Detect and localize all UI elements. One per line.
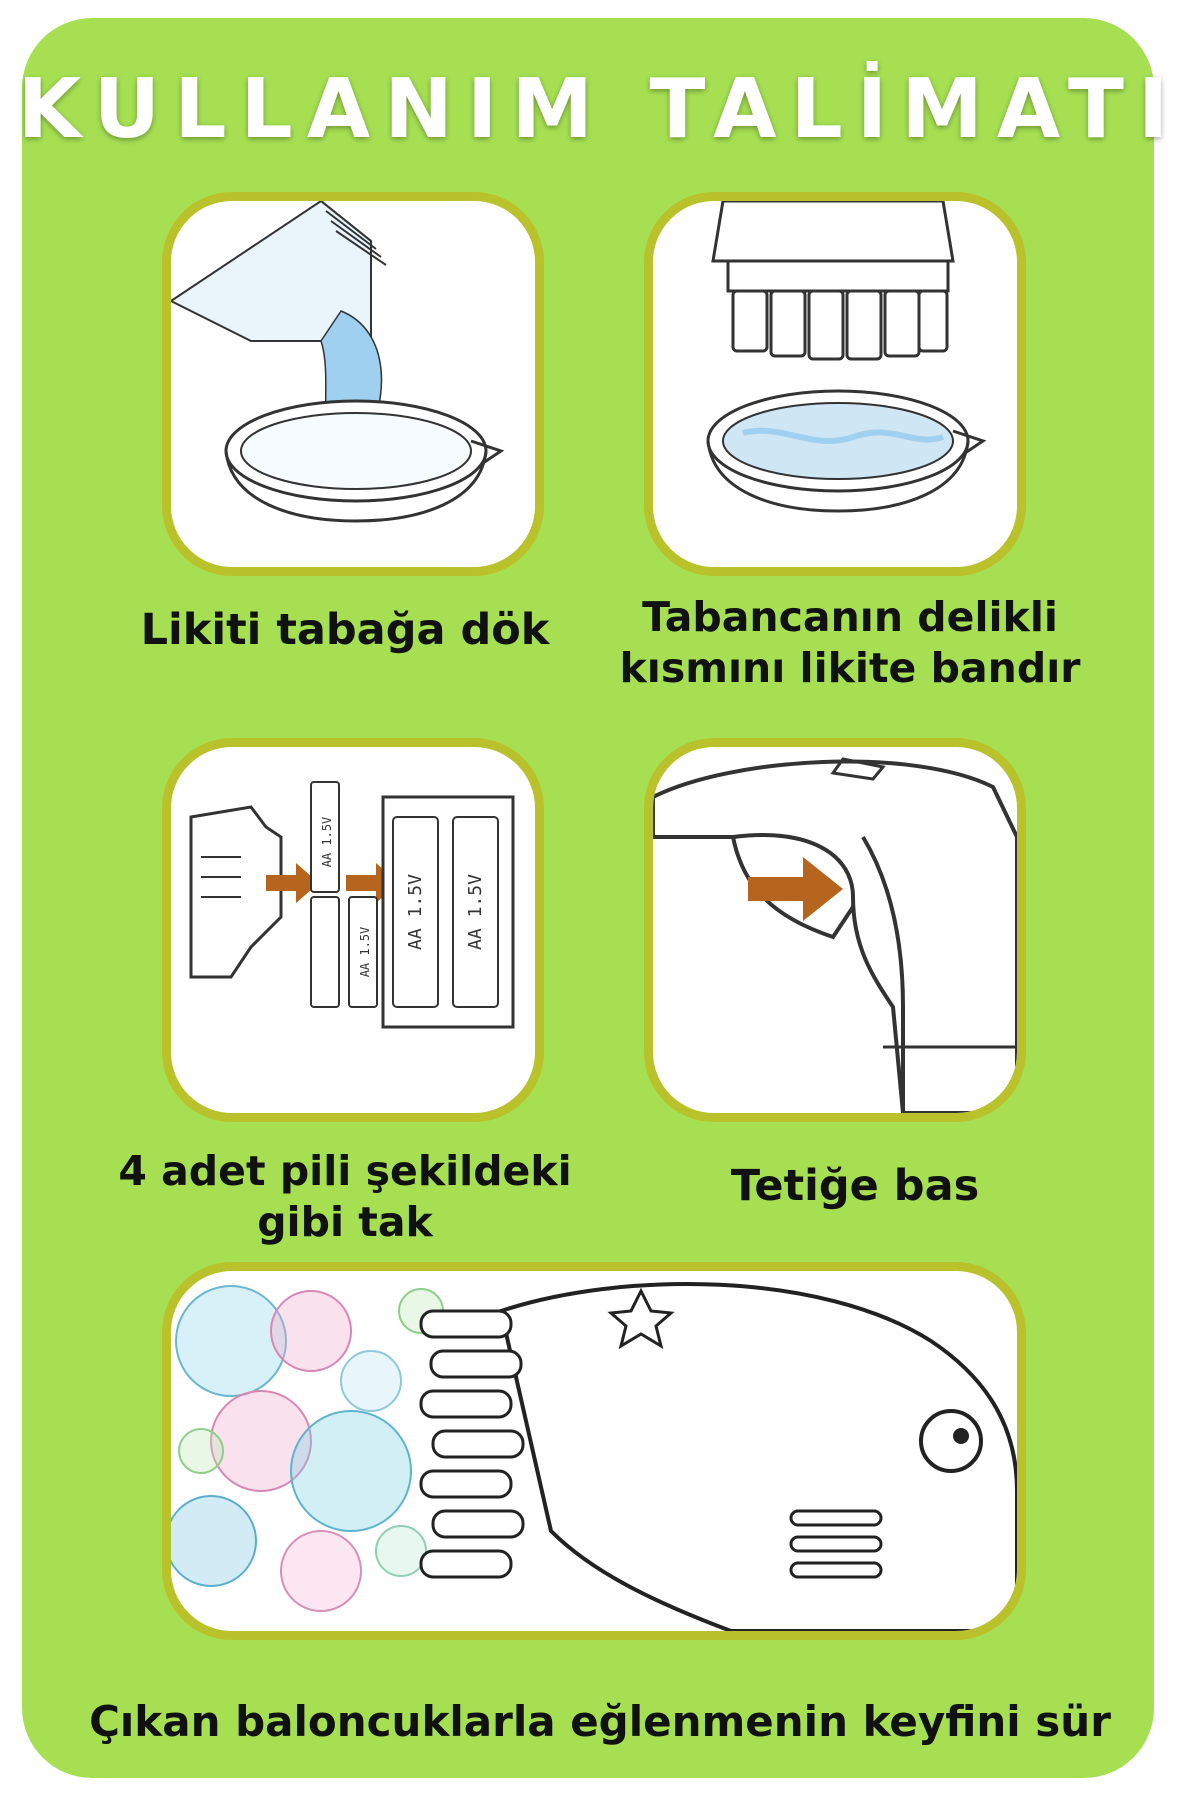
step-4-caption: Tetiğe bas (630, 1160, 1080, 1214)
step-3-caption-line-1: 4 adet pili şekildeki (118, 1147, 572, 1195)
step-3-caption: 4 adet pili şekildeki gibi tak (100, 1146, 590, 1249)
step-4-caption-line-1: Tetiğe bas (730, 1161, 980, 1211)
step-1-image (162, 192, 544, 576)
press-trigger-illustration (653, 757, 1017, 1113)
step-2-caption: Tabancanın delikli kısmını likite bandır (592, 592, 1108, 695)
step-2-caption-line-2: kısmını likite bandır (619, 644, 1081, 693)
step-5-image (162, 1262, 1026, 1640)
bubble-gun-bubbles-illustration (171, 1282, 1017, 1631)
insert-batteries-illustration: AA 1.5V AA 1.5V AA 1.5V AA 1.5V (189, 781, 515, 1029)
page-title: KULLANIM TALİMATI (17, 62, 1183, 157)
dip-gun-into-liquid-illustration (706, 201, 987, 513)
battery-label-3: AA 1.5V (405, 874, 426, 950)
step-1-caption: Likiti tabağa dök (100, 604, 590, 658)
step-3-caption-line-2: gibi tak (257, 1198, 433, 1247)
step-2-image (644, 192, 1026, 576)
step-2-caption-line-1: Tabancanın delikli (642, 593, 1058, 641)
step-5-caption-line-1: Çıkan baloncuklarla eğlenmenin keyfini s… (89, 1697, 1111, 1746)
step-4-image (644, 738, 1026, 1122)
step-3-image: AA 1.5V AA 1.5V AA 1.5V AA 1.5V (162, 738, 544, 1122)
battery-label-1: AA 1.5V (320, 817, 334, 868)
step-1-caption-line-1: Likiti tabağa dök (140, 605, 550, 655)
battery-label-2: AA 1.5V (358, 927, 372, 978)
pour-liquid-into-dish-illustration (171, 201, 505, 523)
battery-label-4: AA 1.5V (465, 874, 486, 950)
step-5-caption: Çıkan baloncuklarla eğlenmenin keyfini s… (30, 1696, 1170, 1749)
